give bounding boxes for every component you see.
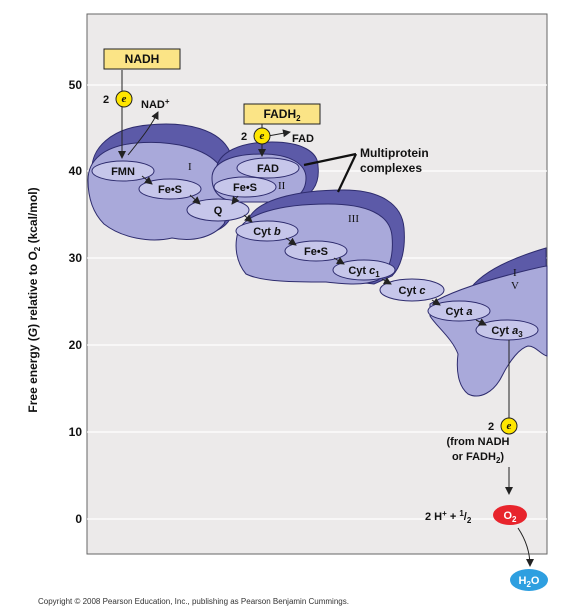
carrier-q-label: Q xyxy=(214,205,223,217)
carrier-fes-1-label: Fe•S xyxy=(158,184,182,196)
carrier-cyt-a: Cyt a xyxy=(427,300,491,322)
carrier-fad: FAD xyxy=(236,157,300,179)
carrier-cyt-c1-label: Cyt c1 xyxy=(348,265,380,279)
carrier-cyt-c1: Cyt c1 xyxy=(332,259,396,281)
electron-symbol-nadh: e xyxy=(122,93,127,105)
carrier-fmn-label: FMN xyxy=(111,166,135,178)
y-tick-40: 40 xyxy=(69,164,83,178)
carrier-fes-2: Fe•S xyxy=(213,176,277,198)
water-badge: H2O xyxy=(510,569,548,591)
electron-pair-fadh2: 2 e FAD xyxy=(241,127,314,145)
electron-icon-terminal xyxy=(500,417,518,435)
complex-iv-label-i: I xyxy=(513,267,517,279)
fadh2-label: FADH2 xyxy=(263,107,301,123)
electron-count-fadh2: 2 xyxy=(241,131,247,143)
electron-symbol-terminal: e xyxy=(507,420,512,432)
electron-symbol-fadh2: e xyxy=(260,130,265,142)
carrier-fes-3: Fe•S xyxy=(284,240,348,262)
oxygen-label: O2 xyxy=(503,510,517,524)
complex-iv-label-v: V xyxy=(511,280,519,292)
carrier-fad-label: FAD xyxy=(257,163,279,175)
water-label: H2O xyxy=(519,575,540,589)
nadh-box: NADH xyxy=(103,48,181,70)
electron-icon-nadh xyxy=(115,90,133,108)
copyright-notice: Copyright © 2008 Pearson Education, Inc.… xyxy=(38,597,349,606)
fadh2-box: FADH2 xyxy=(243,103,321,125)
carrier-cyt-a3: Cyt a3 xyxy=(475,319,539,341)
annotation-line-2: complexes xyxy=(360,161,422,175)
carrier-fes-2-label: Fe•S xyxy=(233,182,257,194)
complex-iii-label: III xyxy=(348,213,359,225)
y-tick-10: 10 xyxy=(69,425,83,439)
oxygen-badge: O2 xyxy=(493,505,527,525)
electron-icon-fadh2 xyxy=(253,127,271,145)
carrier-cyt-a3-label: Cyt a3 xyxy=(491,325,523,339)
fad-label: FAD xyxy=(292,133,314,145)
y-axis-label-text: Free energy (G) relative to O2 (kcal/mol… xyxy=(25,187,43,413)
carrier-cyt-c: Cyt c xyxy=(379,278,445,302)
complex-ii-label: II xyxy=(278,180,286,192)
carrier-q: Q xyxy=(186,198,250,222)
carrier-cyt-c-label: Cyt c xyxy=(399,285,426,297)
carrier-cyt-a-label: Cyt a xyxy=(446,306,473,318)
nadh-label: NADH xyxy=(125,52,160,66)
electron-count-terminal: 2 xyxy=(488,421,494,433)
electron-count-nadh: 2 xyxy=(103,94,109,106)
y-tick-20: 20 xyxy=(69,338,83,352)
carrier-cyt-b-label: Cyt b xyxy=(253,226,281,238)
terminal-electrons: 2 e (from NADH or FADH2) 2 H+ + 1/2 xyxy=(425,417,518,525)
from-nadh-line-2: or FADH2) xyxy=(452,451,504,465)
carrier-fmn: FMN xyxy=(91,160,155,182)
electron-pair-nadh: 2 e NAD+ xyxy=(103,90,170,111)
from-nadh-line-1: (from NADH xyxy=(447,436,510,448)
carrier-fes-1: Fe•S xyxy=(138,178,202,200)
y-tick-30: 30 xyxy=(69,251,83,265)
annotation-line-1: Multiprotein xyxy=(360,146,429,160)
multiprotein-annotation: Multiprotein complexes xyxy=(303,146,429,193)
carrier-cyt-b: Cyt b xyxy=(235,220,299,242)
y-tick-50: 50 xyxy=(69,78,83,92)
nad-plus-label: NAD+ xyxy=(141,97,170,111)
complex-i-label: I xyxy=(188,161,192,173)
protons-half-label: 2 H+ + 1/2 xyxy=(425,509,472,525)
carriers: FMN Fe•S FAD Fe•S Q Cyt b Fe•S Cyt c1 xyxy=(91,157,539,341)
y-tick-0: 0 xyxy=(75,512,82,526)
carrier-fes-3-label: Fe•S xyxy=(304,246,328,258)
y-tick-labels: 50 40 30 20 10 0 xyxy=(69,78,83,526)
